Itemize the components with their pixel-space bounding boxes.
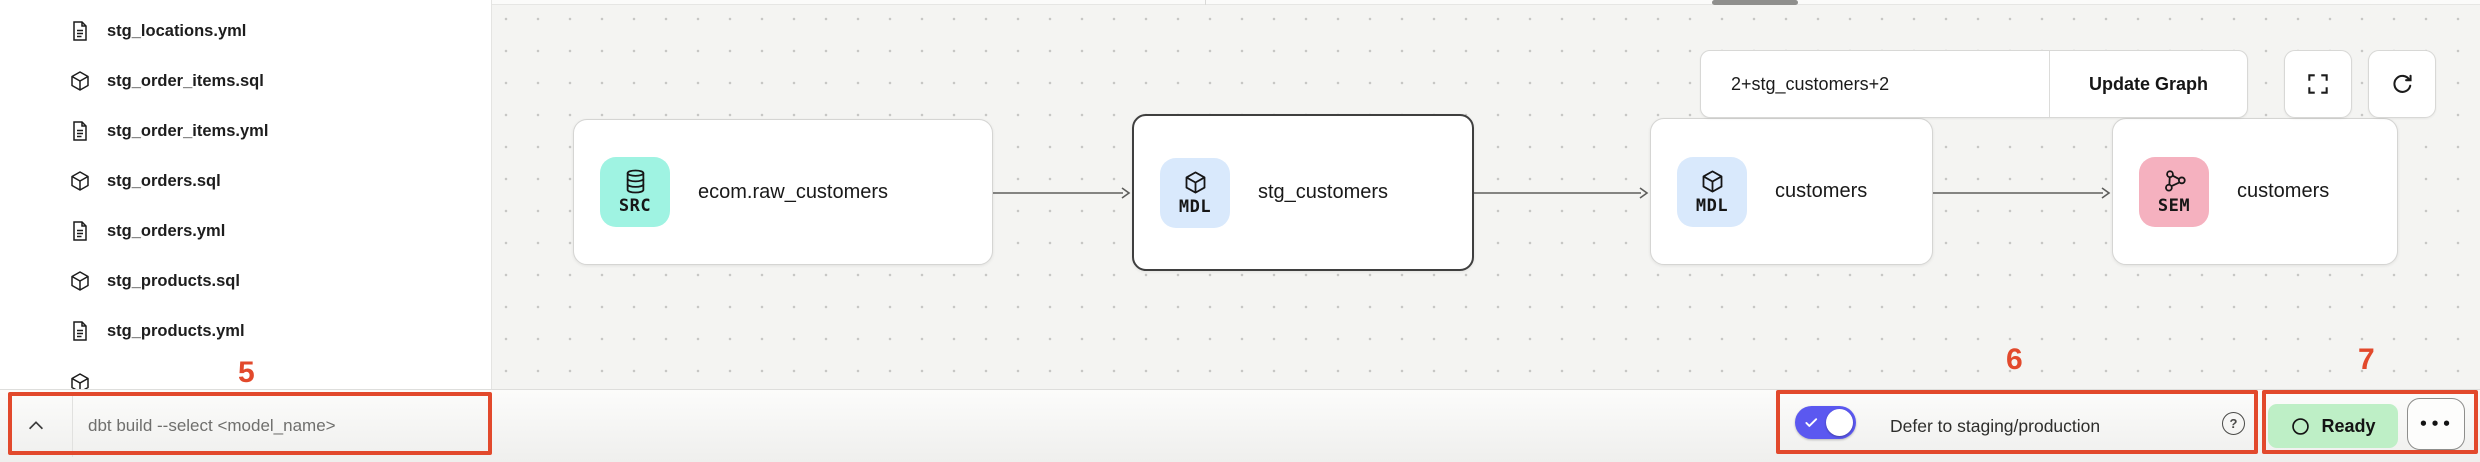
- node-label: customers: [2237, 180, 2330, 202]
- badge-label: MDL: [1695, 195, 1729, 216]
- ready-label: Ready: [2321, 415, 2376, 436]
- ready-status-badge[interactable]: Ready: [2268, 404, 2398, 448]
- node-semantic-customers[interactable]: SEM customers: [2112, 118, 2398, 265]
- cube-icon: [1185, 170, 1205, 194]
- document-icon: [73, 121, 87, 141]
- file-name: stg_products.yml: [107, 321, 245, 340]
- refresh-icon: [2393, 74, 2412, 93]
- file-name: stg_order_items.yml: [107, 121, 269, 140]
- file-item-stg-products-sql[interactable]: stg_products.sql: [68, 266, 240, 296]
- semantic-badge: SEM: [2139, 156, 2209, 227]
- file-item-stg-order-items-yml[interactable]: stg_order_items.yml: [68, 116, 268, 146]
- model-badge: MDL: [1160, 157, 1230, 228]
- chevron-up-icon: [28, 421, 44, 430]
- defer-toggle[interactable]: [1795, 406, 1856, 439]
- node-label: ecom.raw_customers: [698, 180, 889, 203]
- collapse-panel-button[interactable]: [10, 390, 62, 462]
- badge-label: SRC: [618, 196, 652, 216]
- file-item-stg-orders-sql[interactable]: stg_orders.sql: [68, 166, 221, 196]
- node-model-stg-customers[interactable]: MDL stg_customers: [1132, 114, 1474, 271]
- check-icon: [1805, 418, 1818, 427]
- cube-icon: [71, 71, 89, 91]
- graph-selector-input[interactable]: [1701, 51, 2049, 117]
- cube-icon: [71, 373, 89, 389]
- pane-divider: [1205, 0, 1206, 5]
- more-options-button[interactable]: •••: [2407, 398, 2465, 450]
- document-icon: [73, 221, 87, 241]
- refresh-button[interactable]: [2368, 50, 2436, 118]
- database-icon: [626, 169, 644, 194]
- fullscreen-button[interactable]: [2284, 50, 2352, 118]
- document-icon: [73, 321, 87, 341]
- horizontal-scrollbar[interactable]: [1712, 0, 1798, 5]
- badge-label: SEM: [2157, 195, 2191, 216]
- dbt-command-input[interactable]: [88, 390, 478, 462]
- cube-icon: [71, 171, 89, 191]
- fullscreen-icon: [2308, 74, 2328, 94]
- file-item-partial[interactable]: [68, 368, 92, 389]
- status-circle-icon: [2292, 417, 2310, 435]
- file-name: stg_orders.yml: [107, 221, 226, 240]
- command-bar: Defer to staging/production ? Ready •••: [0, 389, 2480, 462]
- node-model-customers[interactable]: MDL customers: [1650, 118, 1933, 265]
- node-label: customers: [1775, 180, 1868, 202]
- lineage-canvas[interactable]: SRC ecom.raw_customers MDL stg_customers…: [492, 0, 2480, 389]
- edge-source-to-stg-customers: [993, 187, 1131, 199]
- edge-customers-to-semantic: [1933, 187, 2111, 199]
- document-icon: [73, 21, 87, 41]
- node-label: stg_customers: [1258, 181, 1389, 203]
- badge-label: MDL: [1178, 196, 1212, 217]
- semantic-model-icon: [2164, 169, 2186, 192]
- file-item-stg-order-items-sql[interactable]: stg_order_items.sql: [68, 66, 264, 96]
- defer-label: Defer to staging/production: [1890, 416, 2101, 436]
- divider: [72, 395, 73, 457]
- file-name: stg_locations.yml: [107, 21, 247, 40]
- update-graph-button[interactable]: Update Graph: [2049, 51, 2247, 117]
- file-explorer: stg_locations.yml stg_order_items.sql st…: [0, 0, 492, 389]
- file-name: stg_orders.sql: [107, 171, 221, 190]
- file-item-stg-products-yml[interactable]: stg_products.yml: [68, 316, 245, 346]
- cube-icon: [71, 271, 89, 291]
- graph-selector-group: Update Graph: [1700, 50, 2248, 118]
- canvas-top-strip: [492, 0, 2480, 5]
- help-icon[interactable]: ?: [2222, 412, 2245, 435]
- toggle-knob: [1826, 409, 1853, 436]
- file-name: stg_order_items.sql: [107, 71, 264, 90]
- file-name: stg_products.sql: [107, 271, 240, 290]
- model-badge: MDL: [1677, 156, 1747, 227]
- file-item-stg-orders-yml[interactable]: stg_orders.yml: [68, 216, 225, 246]
- source-badge: SRC: [600, 157, 670, 227]
- node-source-ecom-raw-customers[interactable]: SRC ecom.raw_customers: [573, 119, 993, 265]
- edge-stg-customers-to-customers: [1474, 187, 1649, 199]
- file-item-stg-locations-yml[interactable]: stg_locations.yml: [68, 16, 246, 46]
- cube-icon: [1702, 169, 1722, 193]
